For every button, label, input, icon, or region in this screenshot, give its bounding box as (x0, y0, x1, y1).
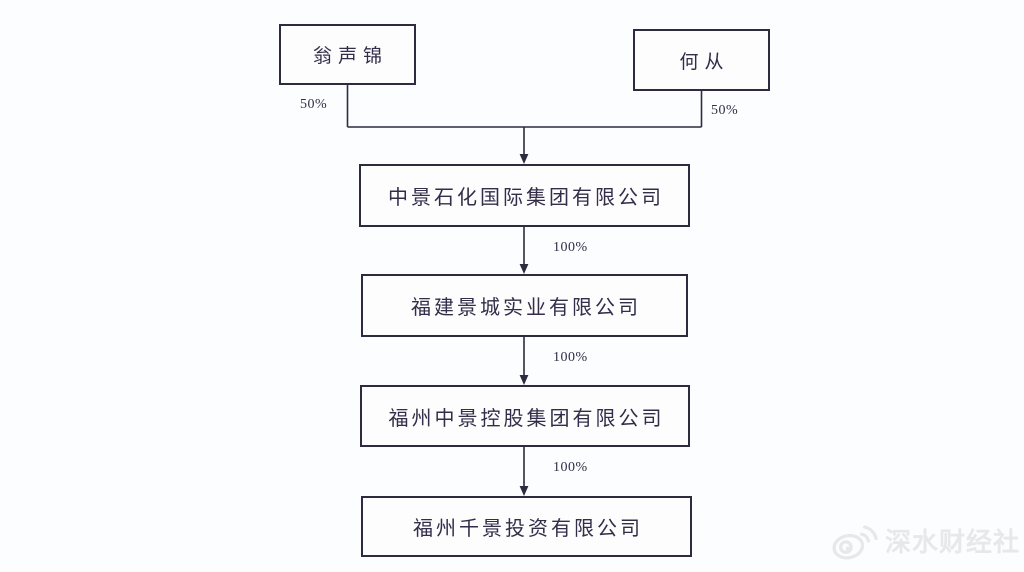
watermark-brand: 深水财经社 (885, 526, 1021, 557)
node-label: 福州千景投资有限公司 (413, 518, 643, 540)
node-company-fuzhou-qianjing-investment: 福州千景投资有限公司 (361, 496, 692, 557)
node-label: 福建景城实业有限公司 (411, 297, 641, 319)
node-label: 福州中景控股集团有限公司 (388, 407, 665, 430)
node-label: 翁声锦 (312, 46, 388, 67)
weibo-icon (832, 525, 878, 560)
stake-label-right-50: 50% (711, 103, 739, 118)
stake-label-level3-100: 100% (553, 460, 588, 475)
arrowhead-level2 (519, 264, 529, 274)
node-label: 何从 (679, 51, 730, 73)
stake-label-level1-100: 100% (553, 240, 588, 255)
watermark: 深水财经社 (830, 518, 1020, 562)
node-company-fujian-jingcheng: 福建景城实业有限公司 (361, 274, 688, 337)
node-company-fuzhou-zhongjing-holding: 福州中景控股集团有限公司 (360, 385, 690, 447)
stake-label-left-50: 50% (300, 97, 328, 112)
node-company-zhongjing-petrochemical: 中景石化国际集团有限公司 (359, 164, 690, 227)
arrowhead-level4 (519, 486, 529, 496)
node-label: 中景石化国际集团有限公司 (388, 187, 664, 209)
stake-label-level2-100: 100% (553, 350, 588, 365)
node-shareholder-weng: 翁声锦 (279, 24, 416, 85)
node-shareholder-he: 何从 (633, 29, 770, 91)
arrowhead-level1 (519, 154, 529, 164)
arrowhead-level3 (519, 375, 529, 385)
